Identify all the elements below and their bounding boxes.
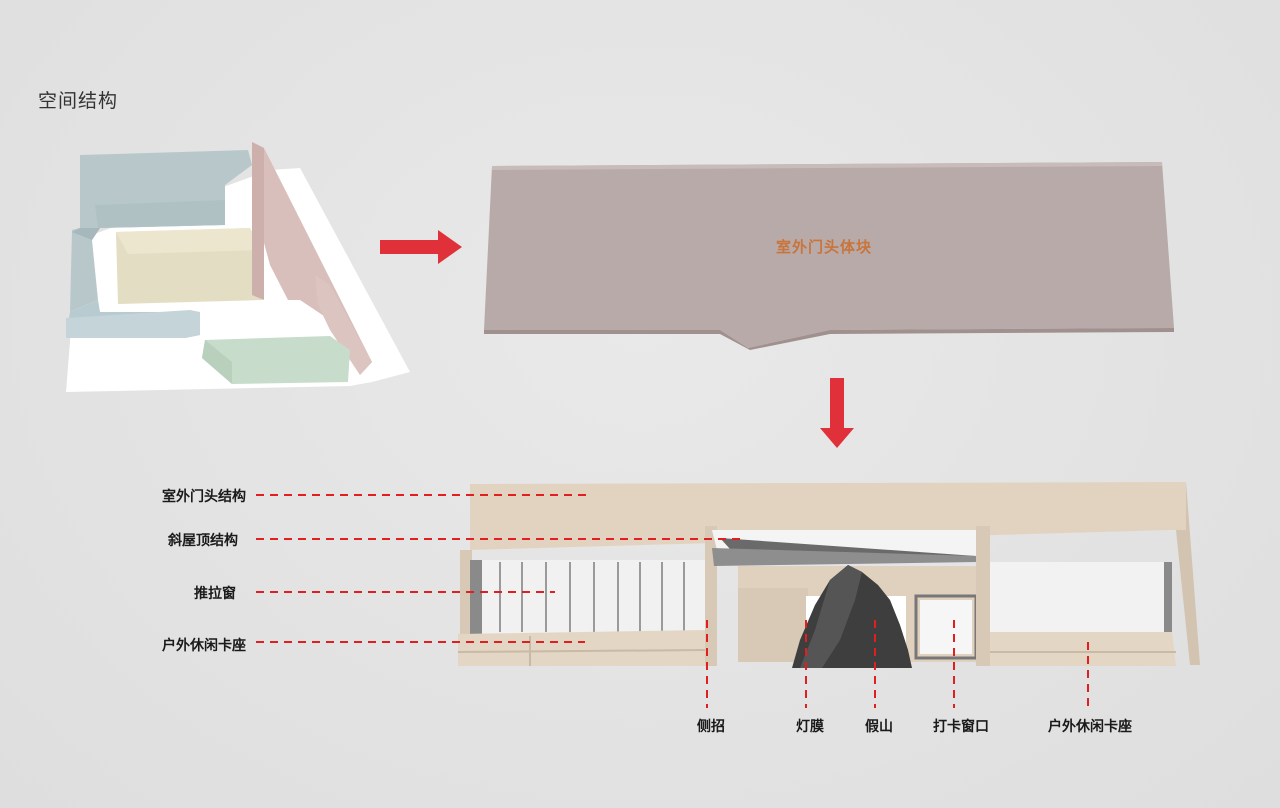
arrow-right-icon <box>380 230 462 264</box>
label-rockery: 假山 <box>865 719 893 735</box>
page-title: 空间结构 <box>38 90 119 112</box>
label-sloped-roof: 斜屋顶结构 <box>168 533 238 549</box>
label-outdoor-seating-left: 户外休闲卡座 <box>162 638 246 654</box>
facade-structure-model <box>457 482 1200 668</box>
label-sliding-window: 推拉窗 <box>194 586 236 602</box>
leader-lines <box>256 494 1089 708</box>
outdoor-facade-block <box>484 162 1174 350</box>
label-checkin-window: 打卡窗口 <box>933 719 989 735</box>
arrow-down-icon <box>820 378 854 448</box>
block-label: 室外门头体块 <box>776 238 873 256</box>
site-plan-model <box>66 142 410 392</box>
label-outdoor-seating-right: 户外休闲卡座 <box>1048 719 1132 735</box>
label-facade-structure: 室外门头结构 <box>162 489 246 505</box>
label-side-sign: 侧招 <box>697 719 725 735</box>
label-light-film: 灯膜 <box>796 719 824 735</box>
